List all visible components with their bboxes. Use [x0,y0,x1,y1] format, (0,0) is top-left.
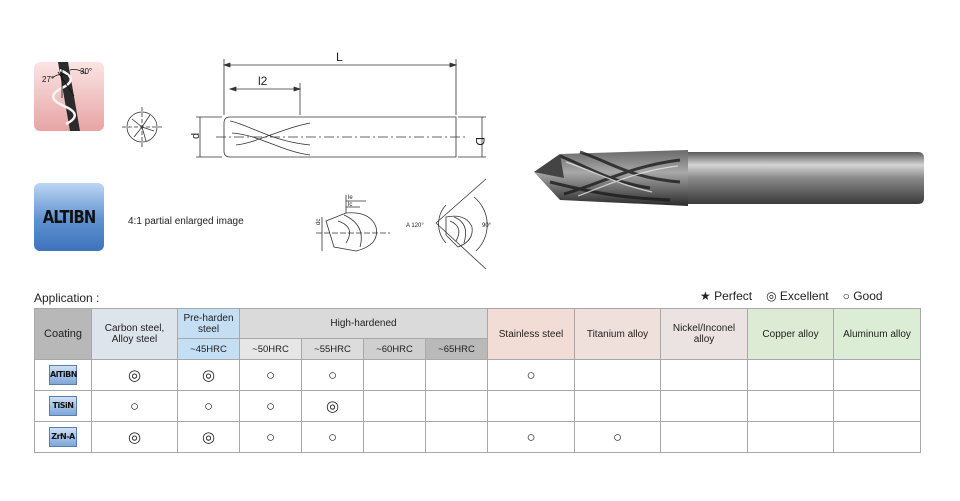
header-carbon-steel: Carbon steel, Alloy steel [91,308,178,360]
shank [686,152,924,204]
header-pre-harden: Pre-harden steel [177,308,240,339]
dim-l2-label: l2 [258,74,268,88]
header-nickel-line2: alloy [693,334,715,345]
legend-perfect: ★ Perfect [700,289,753,303]
coating-cell: TiSiN [34,390,92,422]
end-mill-photo [534,150,924,206]
rating-cell: ○ [177,390,240,422]
rating-cell: ◎ [177,359,240,391]
header-45hrc: ~45HRC [177,338,240,360]
helix-angle-2: 30° [80,67,92,76]
legend-excellent: ◎ Excellent [766,289,829,303]
rating-cell [660,421,748,453]
tip-detail-outline [325,212,377,252]
table-row: TiSiN ○ ○ ○ ◎ [34,390,921,422]
header-aluminum: Aluminum alloy [833,308,921,360]
rating-cell [425,421,488,453]
rating-cell: ◎ [91,359,178,391]
header-titanium: Titanium alloy [574,308,661,360]
helix-drill-icon: 27° 30° [42,62,92,131]
side-view-flutes [229,120,311,156]
rating-cell: ○ [239,390,302,422]
header-coating: Coating [34,308,92,360]
header-50hrc: ~50HRC [239,338,302,360]
dim-le-label: le [348,195,353,201]
header-high-hardened: High-hardened [239,308,488,339]
side-view-outline [223,116,457,158]
rating-cell [660,359,748,391]
rating-cell: ○ [487,359,575,391]
rating-cell [747,421,834,453]
rating-cell [363,421,426,453]
point-angle-2-label: 90° [482,223,492,229]
rating-cell [747,359,834,391]
rating-cell [574,359,661,391]
rating-legend: ★ Perfect ◎ Excellent ○ Good [700,289,883,303]
rating-cell [574,390,661,422]
rating-cell [425,359,488,391]
header-stainless: Stainless steel [487,308,575,360]
dim-lc-label: lc [348,202,352,208]
rating-cell [363,359,426,391]
end-view-circle [126,111,158,143]
rating-cell: ○ [487,421,575,453]
technical-drawing: L l2 d D le lc dc A 120° 90° [122,50,492,270]
rating-cell [425,390,488,422]
rating-cell [747,390,834,422]
application-label: Application : [34,291,100,305]
application-table: Coating Carbon steel, Alloy steel Pre-ha… [34,308,921,453]
rating-cell: ○ [239,421,302,453]
coating-chip: ZrN-A [49,427,77,447]
coating-cell: AlTiBN [34,359,92,391]
rating-cell: ○ [301,359,364,391]
rating-cell: ○ [239,359,302,391]
partial-view-caption: 4:1 partial enlarged image [128,216,244,227]
legend-good: ○ Good [842,289,883,303]
rating-cell [487,390,575,422]
header-pre-line2: steel [197,323,220,335]
dim-d-label: d [190,133,202,139]
dim-L-label: L [336,50,343,64]
rating-cell [833,359,921,391]
coating-chip: AlTiBN [49,365,77,385]
table-row: ZrN-A ◎ ◎ ○ ○ ○ ○ [34,421,921,453]
coating-badge: ALTIBN [34,183,104,251]
end-view-flutes [131,114,155,142]
rating-cell: ○ [301,421,364,453]
rating-cell: ○ [91,390,178,422]
header-pre-line1: Pre-harden [183,312,234,324]
header-copper: Copper alloy [747,308,834,360]
dim-dc-label: dc [316,219,322,225]
tip-angle-outline [445,215,473,248]
coating-chip: TiSiN [49,396,77,416]
rating-cell [833,421,921,453]
coating-badge-label: ALTIBN [42,206,96,228]
header-carbon-line1: Carbon steel, [104,323,165,334]
header-nickel: Nickel/Inconel alloy [660,308,748,360]
rating-cell: ◎ [177,421,240,453]
rating-cell: ◎ [301,390,364,422]
rating-cell [363,390,426,422]
dim-D-label: D [473,137,487,146]
header-55hrc: ~55HRC [301,338,364,360]
header-nickel-line1: Nickel/Inconel [672,323,736,334]
header-65hrc: ~65HRC [425,338,488,360]
header-60hrc: ~60HRC [363,338,426,360]
coating-cell: ZrN-A [34,421,92,453]
header-carbon-line2: Alloy steel [111,334,158,345]
rating-cell: ◎ [91,421,178,453]
point-angle-label: A 120° [406,223,424,229]
rating-cell [660,390,748,422]
rating-cell [833,390,921,422]
helix-angle-badge: 27° 30° [34,62,104,131]
table-row: AlTiBN ◎ ◎ ○ ○ ○ [34,359,921,391]
helix-angle-1: 27° [42,75,54,84]
rating-cell: ○ [574,421,661,453]
